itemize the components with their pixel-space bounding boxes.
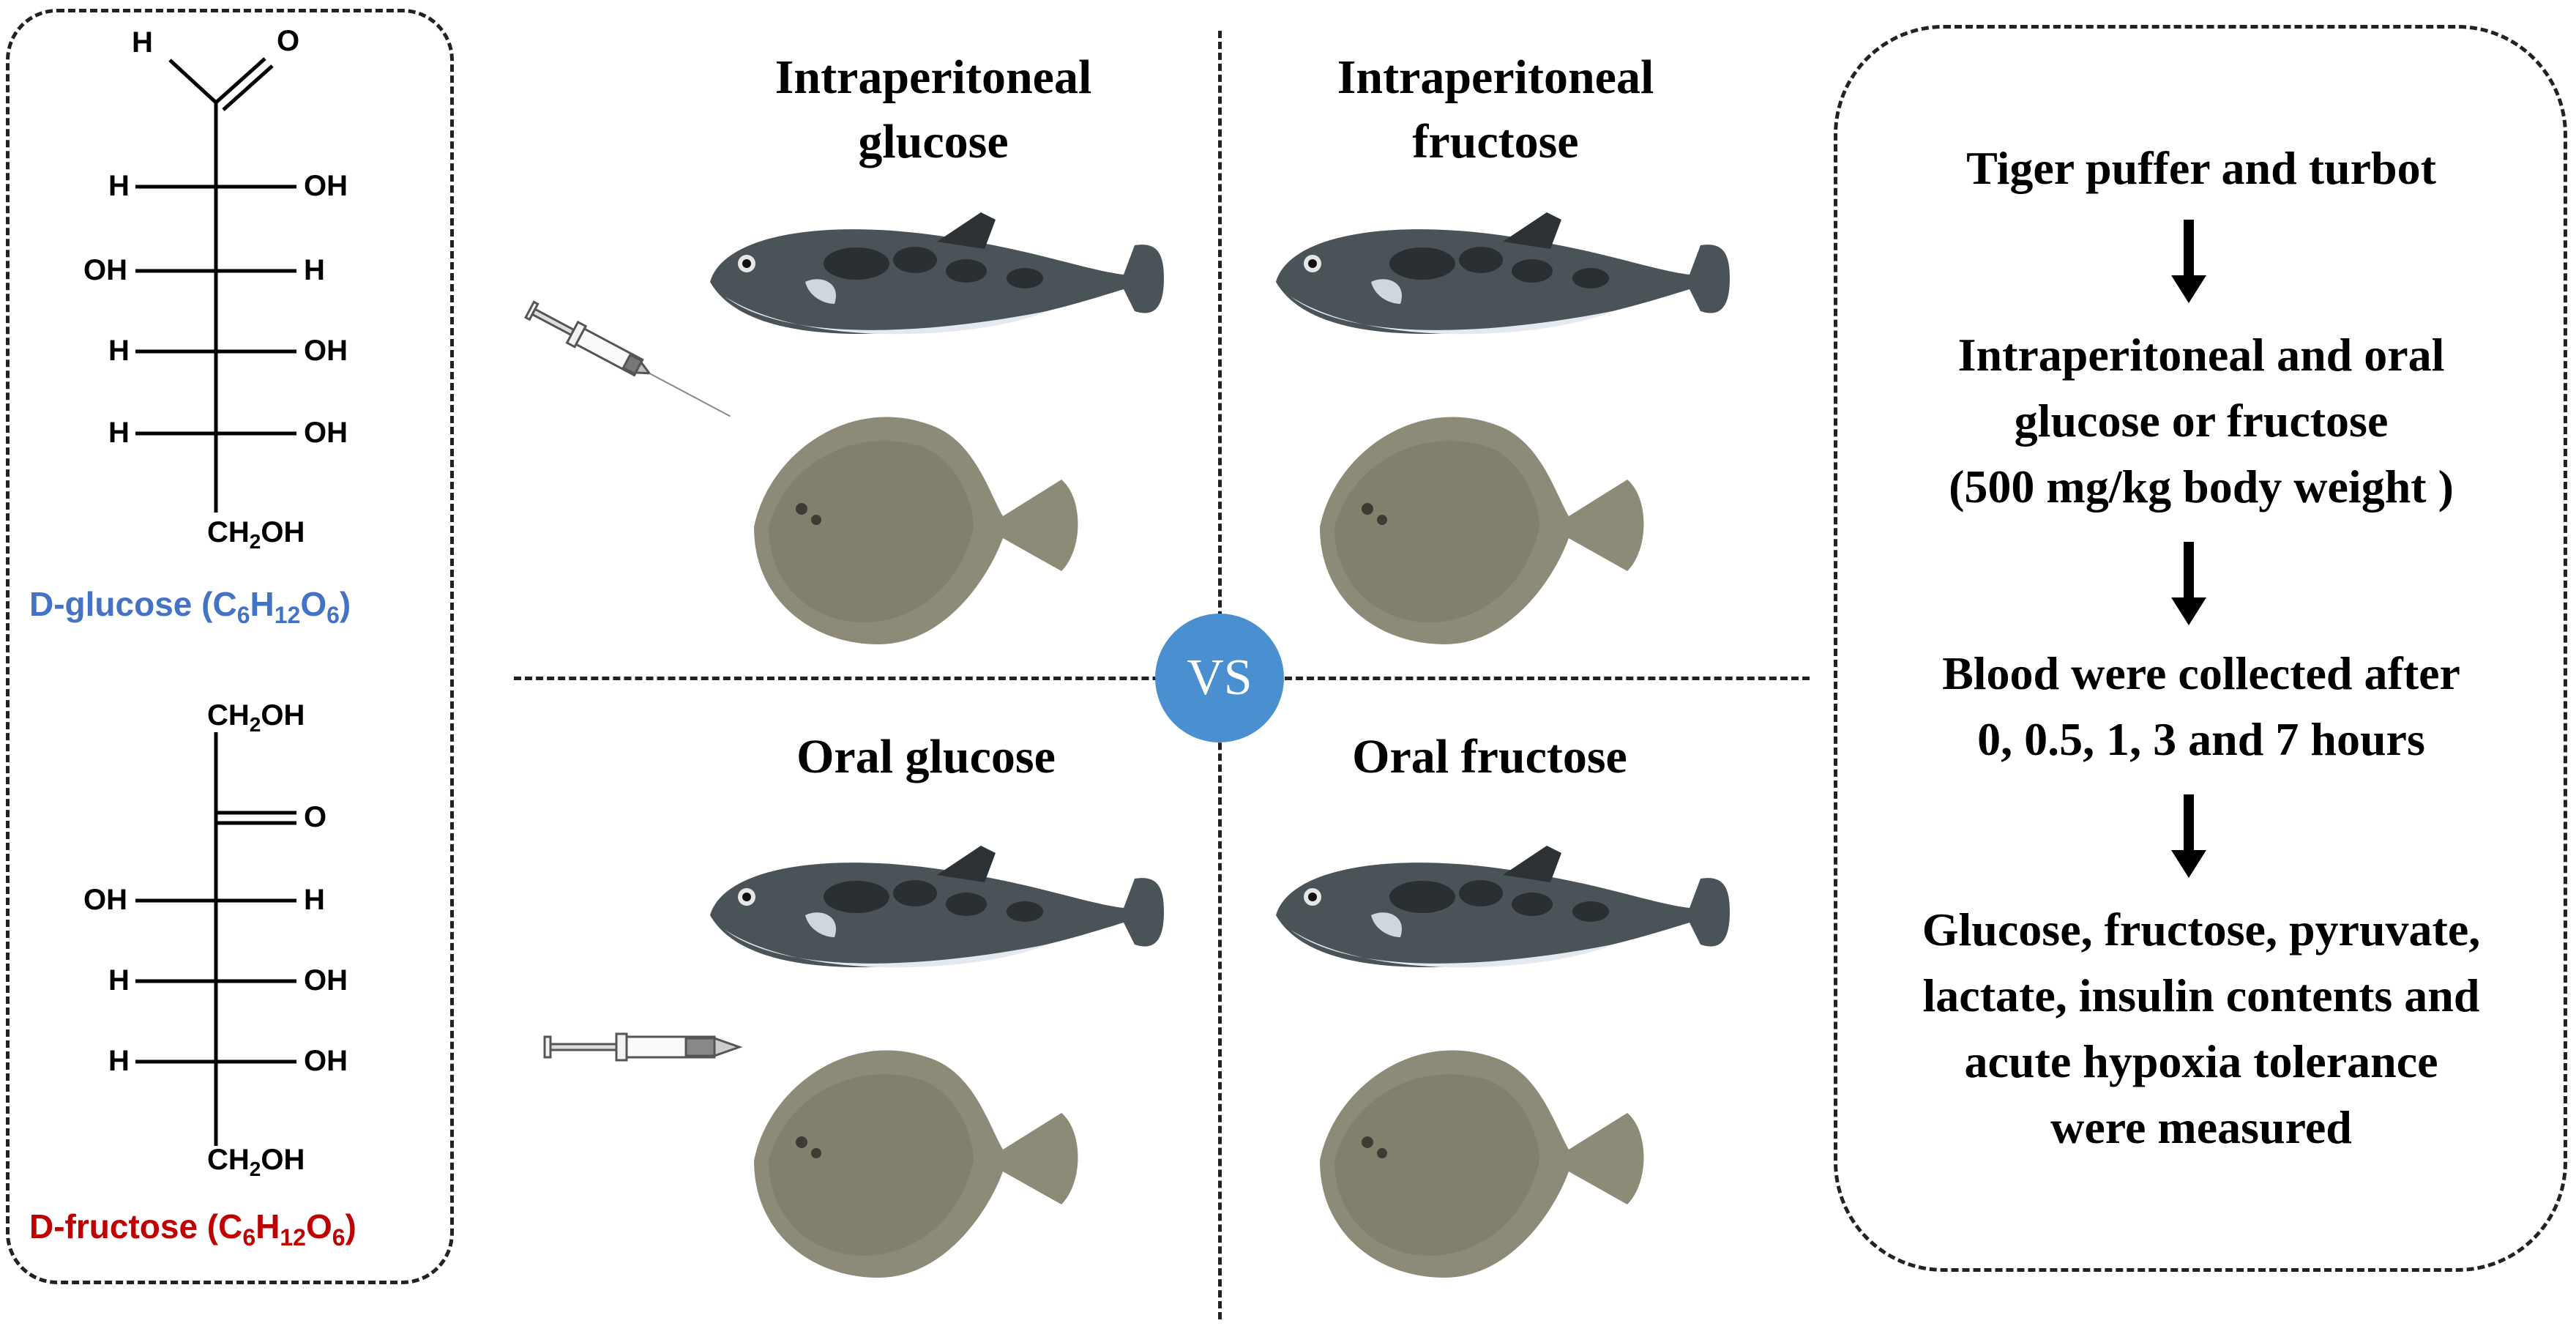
glucose-r3-left: H bbox=[108, 335, 130, 367]
fructose-r1-left: OH bbox=[83, 884, 127, 916]
fructose-r3-right: OH bbox=[304, 1045, 348, 1077]
fructose-name: D-fructose (C6H12O6) bbox=[29, 1207, 356, 1251]
turbot-fish-oral-fructose bbox=[1320, 1050, 1644, 1278]
glucose-r3-right: OH bbox=[304, 335, 348, 367]
fructose-r2-left: H bbox=[108, 964, 130, 997]
workflow-step-3: Blood were collected after 0, 0.5, 1, 3 … bbox=[1942, 647, 2460, 765]
puffer-fish-oral-fructose bbox=[1276, 846, 1730, 968]
turbot-fish-ip-fructose bbox=[1320, 417, 1644, 644]
workflow-panel bbox=[1834, 25, 2567, 1272]
structures-panel bbox=[6, 9, 454, 1284]
glucose-top-o: O bbox=[277, 25, 300, 57]
glucose-r2-right: H bbox=[304, 254, 325, 286]
fructose-structure bbox=[135, 732, 296, 1146]
arrow-down-icon bbox=[2171, 794, 2206, 878]
fructose-keto-o: O bbox=[304, 801, 327, 833]
fructose-bottom: CH2OH bbox=[207, 1144, 305, 1180]
glucose-structure bbox=[135, 57, 296, 513]
workflow-step-2: Intraperitoneal and oral glucose or fruc… bbox=[1949, 329, 2454, 513]
glucose-bottom: CH2OH bbox=[207, 516, 305, 553]
glucose-name: D-glucose (C6H12O6) bbox=[29, 585, 351, 629]
turbot-fish-oral-glucose bbox=[754, 1050, 1078, 1278]
fructose-r2-right: OH bbox=[304, 964, 348, 997]
glucose-r2-left: OH bbox=[83, 254, 127, 286]
fructose-r3-left: H bbox=[108, 1045, 130, 1077]
title-oral-glucose: Oral glucose bbox=[796, 730, 1056, 783]
glucose-r1-right: OH bbox=[304, 170, 348, 202]
title-oral-fructose: Oral fructose bbox=[1352, 730, 1627, 783]
puffer-fish-ip-fructose bbox=[1276, 212, 1730, 335]
oral-syringe-icon bbox=[543, 1032, 743, 1062]
glucose-r4-left: H bbox=[108, 417, 130, 449]
glucose-r1-left: H bbox=[108, 170, 130, 202]
injection-syringe-icon bbox=[524, 300, 731, 417]
puffer-fish-ip-glucose bbox=[710, 212, 1164, 335]
puffer-fish-oral-glucose bbox=[710, 846, 1164, 968]
workflow-step-1: Tiger puffer and turbot bbox=[1966, 142, 2436, 194]
glucose-r4-right: OH bbox=[304, 417, 348, 449]
arrow-down-icon bbox=[2171, 542, 2206, 625]
fructose-r1-right: H bbox=[304, 884, 325, 916]
workflow-step-4: Glucose, fructose, pyruvate, lactate, in… bbox=[1922, 904, 2481, 1153]
fructose-top: CH2OH bbox=[207, 699, 305, 736]
arrow-down-icon bbox=[2171, 220, 2206, 303]
vs-badge: VS bbox=[1155, 614, 1284, 742]
turbot-fish-ip-glucose bbox=[754, 417, 1078, 644]
glucose-top-h: H bbox=[132, 26, 153, 59]
